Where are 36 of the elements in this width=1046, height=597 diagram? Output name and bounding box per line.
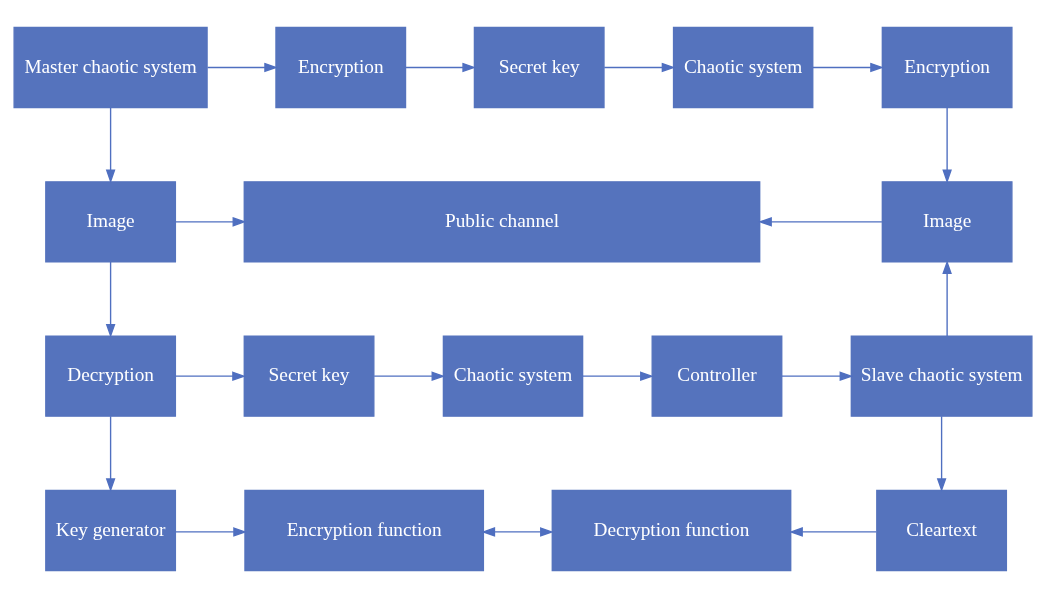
arrow bbox=[105, 415, 116, 492]
node-box: Encryption function bbox=[244, 489, 485, 571]
arrow bbox=[812, 62, 884, 72]
node-box: Slave chaotic system bbox=[850, 335, 1033, 417]
arrow bbox=[373, 370, 446, 381]
node-box: Cleartext bbox=[876, 489, 1008, 571]
arrow bbox=[758, 216, 883, 227]
arrow bbox=[481, 526, 554, 537]
arrow bbox=[603, 62, 676, 72]
arrow bbox=[175, 526, 248, 537]
node-box: Key generator bbox=[45, 489, 177, 571]
node-box: Encryption bbox=[881, 26, 1013, 108]
node-box: Controller bbox=[651, 335, 783, 417]
node-box: Decryption bbox=[45, 335, 177, 417]
node-box: Image bbox=[881, 180, 1013, 262]
arrow bbox=[175, 216, 247, 227]
node-box: Chaotic system bbox=[672, 26, 814, 108]
arrow bbox=[781, 370, 854, 381]
arrow bbox=[405, 62, 477, 72]
node-box: Secret key bbox=[473, 26, 605, 108]
arrow bbox=[936, 415, 947, 492]
arrow bbox=[581, 370, 654, 381]
node-box: Master chaotic system bbox=[13, 26, 208, 108]
node-box: Public channel bbox=[243, 180, 761, 262]
arrow bbox=[789, 526, 877, 537]
arrow bbox=[105, 260, 116, 338]
arrow bbox=[942, 106, 952, 183]
node-box: Encryption bbox=[275, 26, 407, 108]
node-box: Image bbox=[45, 180, 177, 262]
node-box: Secret key bbox=[243, 335, 375, 417]
node-box: Chaotic system bbox=[442, 335, 584, 417]
arrow bbox=[105, 106, 116, 183]
node-box: Decryption function bbox=[551, 489, 792, 571]
arrow bbox=[942, 259, 952, 337]
arrow bbox=[206, 62, 279, 72]
arrow bbox=[174, 370, 246, 381]
